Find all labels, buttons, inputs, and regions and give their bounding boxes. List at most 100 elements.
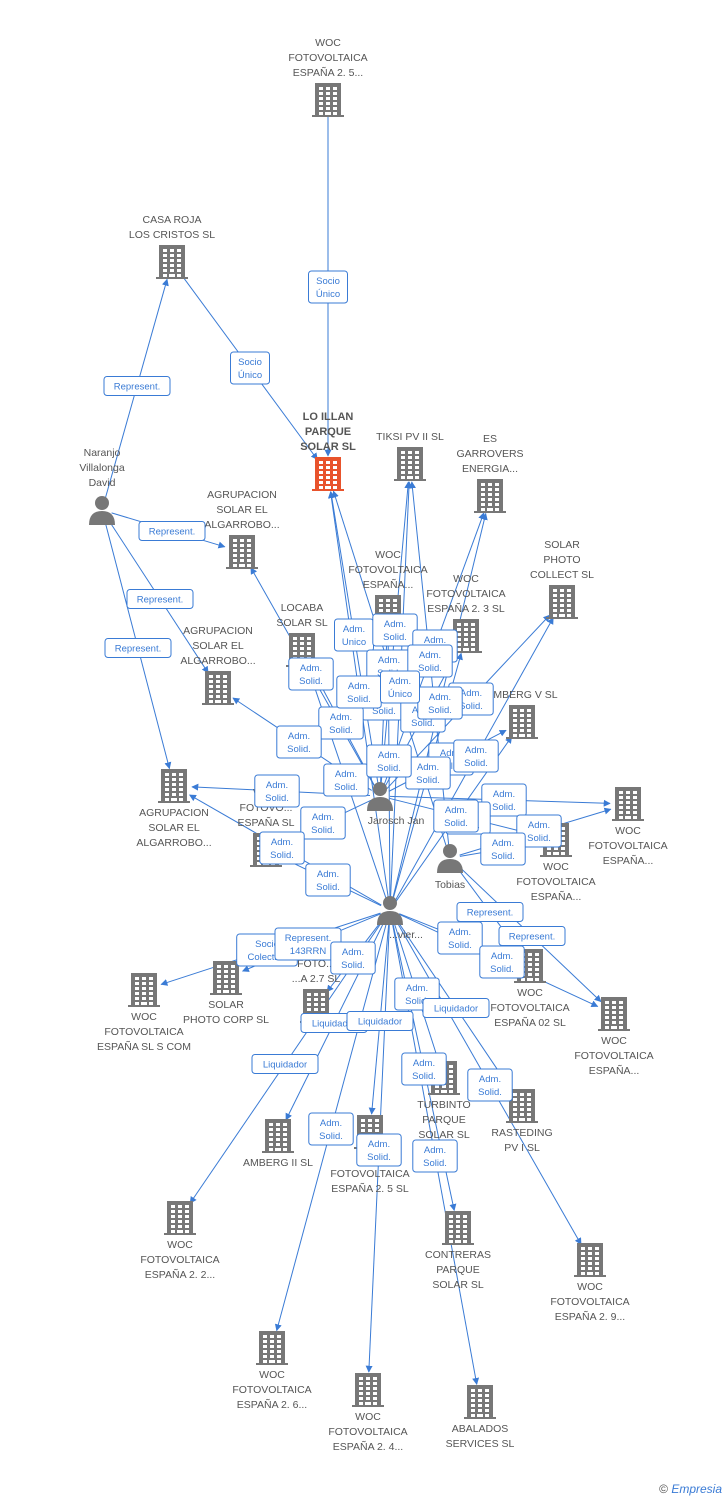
relation-label[interactable]: Liquidador bbox=[251, 1054, 319, 1074]
relation-label[interactable]: Represent. bbox=[104, 638, 172, 658]
person-icon bbox=[89, 496, 115, 525]
node-jarosch[interactable]: Jarosch Jan bbox=[367, 782, 424, 827]
building-icon bbox=[158, 769, 190, 803]
relation-label[interactable]: Liquidador bbox=[422, 998, 490, 1018]
relation-label-text: Adm. bbox=[465, 745, 487, 756]
relation-label[interactable]: Represent. bbox=[103, 376, 171, 396]
relation-label-text: Socio bbox=[316, 276, 340, 287]
relation-label[interactable]: Liquidador bbox=[346, 1011, 414, 1031]
relation-label[interactable]: Adm.Solid. bbox=[336, 675, 382, 709]
relation-label-text: Represent. bbox=[114, 382, 160, 393]
relation-label-text: Adm. bbox=[330, 712, 352, 723]
relation-label[interactable]: Adm.Solid. bbox=[330, 941, 376, 975]
relation-label[interactable]: Adm.Único bbox=[380, 670, 420, 704]
relation-label[interactable]: Adm.Solid. bbox=[308, 1112, 354, 1146]
node-label: WOC bbox=[315, 37, 341, 49]
building-icon bbox=[226, 535, 258, 569]
relation-label[interactable]: Adm.Solid. bbox=[433, 799, 479, 833]
node-tiksi[interactable]: TIKSI PV II SL bbox=[376, 431, 444, 481]
node-wocrt[interactable]: WOCFOTOVOLTAICAESPAÑA... bbox=[588, 787, 668, 867]
relation-label-text: Represent. bbox=[149, 527, 195, 538]
relation-label[interactable]: Adm.Solid. bbox=[318, 706, 364, 740]
relation-label[interactable]: Adm.Solid. bbox=[276, 725, 322, 759]
relation-label-box bbox=[104, 638, 172, 658]
relation-label[interactable]: Adm.Solid. bbox=[412, 1139, 458, 1173]
relation-label[interactable]: Adm.Solid. bbox=[453, 739, 499, 773]
relation-label-text: Represent. bbox=[115, 644, 161, 655]
node-label: LOS CRISTOS SL bbox=[129, 229, 215, 241]
relation-label-text: Solid. bbox=[405, 996, 429, 1007]
relation-label[interactable]: Represent. bbox=[456, 902, 524, 922]
relation-label[interactable]: Adm.Solid. bbox=[356, 1133, 402, 1167]
relation-label-text: Adm. bbox=[460, 688, 482, 699]
building-icon bbox=[156, 245, 188, 279]
relation-label[interactable]: Adm.Solid. bbox=[480, 832, 526, 866]
relation-label[interactable]: Adm.Solid. bbox=[323, 763, 369, 797]
node-label: ALGARROBO... bbox=[204, 519, 279, 531]
relation-label-box bbox=[433, 799, 479, 833]
node-amberg5[interactable]: AMBERG V SL bbox=[486, 689, 558, 739]
relation-label[interactable]: Adm.Solid. bbox=[479, 945, 525, 979]
node-label: ...vier... bbox=[389, 929, 423, 941]
node-amberg2[interactable]: AMBERG II SL bbox=[243, 1119, 313, 1169]
relation-label-text: Solid. bbox=[341, 960, 365, 971]
relation-label-text: Liquidador bbox=[312, 1019, 356, 1030]
node-label: WOC bbox=[577, 1281, 603, 1293]
relation-label[interactable]: Adm.Solid. bbox=[467, 1068, 513, 1102]
relation-label[interactable]: Adm.Solid. bbox=[407, 644, 453, 678]
relation-label[interactable]: Adm.Solid. bbox=[259, 831, 305, 865]
relation-label-box bbox=[453, 739, 499, 773]
relation-label[interactable]: Represent. bbox=[126, 589, 194, 609]
relation-label[interactable]: Adm.Solid. bbox=[437, 921, 483, 955]
relation-label-box bbox=[126, 589, 194, 609]
node-wocrb[interactable]: WOCFOTOVOLTAICAESPAÑA... bbox=[574, 997, 654, 1077]
relation-label[interactable]: Represent. bbox=[498, 926, 566, 946]
node-tobias[interactable]: Tobias bbox=[435, 844, 465, 891]
node-label: PV I SL bbox=[504, 1142, 540, 1154]
relation-label[interactable]: Adm.Solid. bbox=[481, 783, 527, 817]
relation-label[interactable]: Adm.Solid. bbox=[254, 774, 300, 808]
relation-label-text: Adm. bbox=[424, 1145, 446, 1156]
relation-label-box bbox=[276, 725, 322, 759]
relation-label[interactable]: Adm.Solid. bbox=[366, 744, 412, 778]
node-label: FOTOVOLTAICA bbox=[574, 1050, 653, 1062]
relation-label[interactable]: Represent. bbox=[138, 521, 206, 541]
relation-label[interactable]: Adm.Solid. bbox=[372, 613, 418, 647]
relation-label[interactable]: Adm.Solid. bbox=[405, 756, 451, 790]
node-label: AMBERG V SL bbox=[486, 689, 557, 701]
relation-label[interactable]: Adm.Solid. bbox=[401, 1052, 447, 1086]
relation-label[interactable]: Adm.Solid. bbox=[417, 686, 463, 720]
relation-label[interactable]: Adm.Solid. bbox=[300, 806, 346, 840]
relation-label[interactable]: Adm.Solid. bbox=[288, 657, 334, 691]
relation-label[interactable]: Adm.Solid. bbox=[305, 863, 351, 897]
relation-label-text: Solid. bbox=[377, 763, 401, 774]
relation-label[interactable]: Adm.Solid. bbox=[516, 814, 562, 848]
node-esgarrovers[interactable]: ESGARROVERSENERGIA... bbox=[456, 433, 524, 513]
node-hub[interactable]: ...vier... bbox=[377, 896, 423, 941]
relation-label-text: Adm. bbox=[271, 837, 293, 848]
relation-label[interactable]: Adm.Unico bbox=[334, 618, 374, 652]
brand-logo-text[interactable]: Empresia bbox=[671, 1482, 722, 1496]
